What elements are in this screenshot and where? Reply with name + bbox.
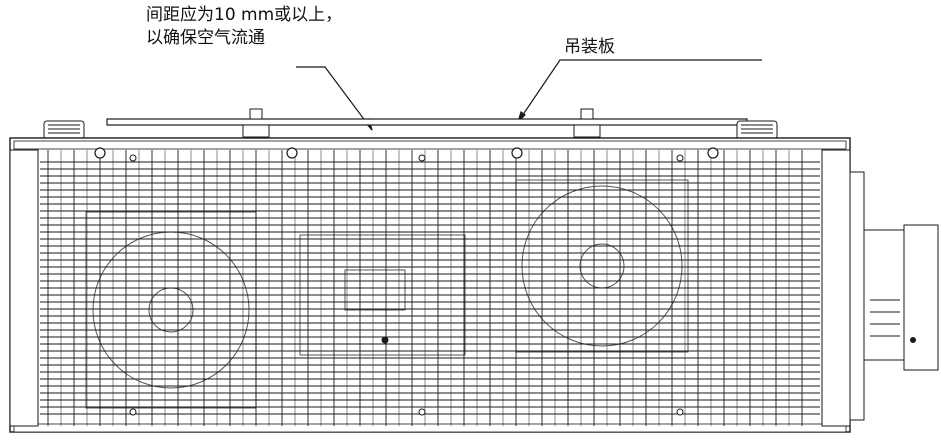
right-side-panel xyxy=(821,149,851,427)
vent-grille-vertical xyxy=(47,150,803,426)
vent-grille-horizontal xyxy=(40,161,820,415)
adjustable-foot-left xyxy=(43,120,85,140)
grille-fasteners xyxy=(129,154,684,416)
screw-2 xyxy=(286,147,298,159)
projector-top-rail xyxy=(13,140,847,150)
left-side-panel xyxy=(9,149,39,427)
projector-body xyxy=(9,137,851,433)
air-gap-callout-line1: 间距应为10 mm或以上， xyxy=(146,5,343,25)
lens-assembly xyxy=(849,171,939,421)
plate-bracket-left xyxy=(242,108,270,138)
mount-plate-callout-label: 吊装板 xyxy=(564,37,615,57)
screw-4 xyxy=(707,147,719,159)
projector-bottom-rail xyxy=(13,423,847,433)
mount-plate-leader xyxy=(517,59,762,123)
screw-1 xyxy=(94,147,106,159)
air-gap-callout-label: 间距应为10 mm或以上， 以确保空气流通 xyxy=(146,4,342,50)
mount-plate xyxy=(106,118,748,126)
screw-row-top xyxy=(94,147,719,159)
plate-bracket-right xyxy=(573,108,601,138)
air-gap-callout-line2: 以确保空气流通 xyxy=(146,28,265,48)
screw-3 xyxy=(511,147,523,159)
adjustable-foot-right xyxy=(736,120,778,140)
